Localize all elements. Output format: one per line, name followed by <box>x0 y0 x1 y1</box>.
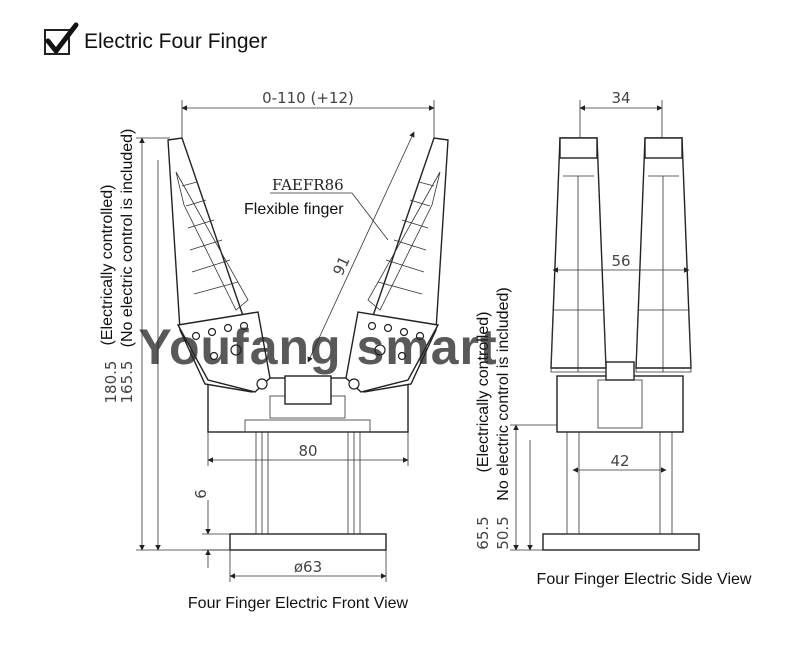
side-column-right <box>659 431 673 535</box>
dim-height-no-electric: 165.5 <box>118 361 136 404</box>
dim-column-spacing: 42 <box>610 452 629 470</box>
dim-height-electric-side: 65.5 <box>474 516 492 549</box>
dim-height-electric: 180.5 <box>102 361 120 404</box>
checkmark-icon <box>45 22 79 54</box>
dim-base-diameter: ø63 <box>294 558 322 576</box>
label-electric-front: (Electrically controlled) <box>99 185 116 346</box>
front-view: 0-110 (+12) 91 FAEFR86 Flexible finger 8… <box>99 89 449 612</box>
header: Electric Four Finger <box>44 22 268 60</box>
dim-opening: 0-110 (+12) <box>262 89 354 107</box>
side-base-plate <box>542 533 700 551</box>
side-body <box>556 375 684 433</box>
watermark: Youfang smart <box>138 319 497 375</box>
dim-body-width: 80 <box>298 442 317 460</box>
front-view-caption: Four Finger Electric Front View <box>188 595 409 612</box>
side-view-caption: Four Finger Electric Side View <box>537 571 752 588</box>
page-title: Electric Four Finger <box>84 30 268 53</box>
dim-span: 56 <box>611 252 630 270</box>
dim-base-thickness: 6 <box>192 489 210 499</box>
front-base-plate <box>229 533 387 551</box>
side-finger-right <box>635 137 692 373</box>
checkbox[interactable] <box>44 22 79 55</box>
label-no-electric-front: (No electric control is included) <box>119 129 136 348</box>
part-code: FAEFR86 <box>272 176 344 194</box>
dim-finger-length: 91 <box>329 253 353 278</box>
label-electric-side: (Electrically controlled) <box>475 312 492 473</box>
label-no-electric-side: No electric control is included) <box>495 287 512 500</box>
part-name: Flexible finger <box>244 201 344 218</box>
side-finger-left <box>550 137 607 373</box>
dim-height-no-electric-side: 50.5 <box>494 516 512 549</box>
side-column-left <box>566 431 580 535</box>
dim-finger-width: 34 <box>611 89 630 107</box>
side-view: 34 56 42 65.5 50.5 (Electrically control… <box>474 89 752 588</box>
